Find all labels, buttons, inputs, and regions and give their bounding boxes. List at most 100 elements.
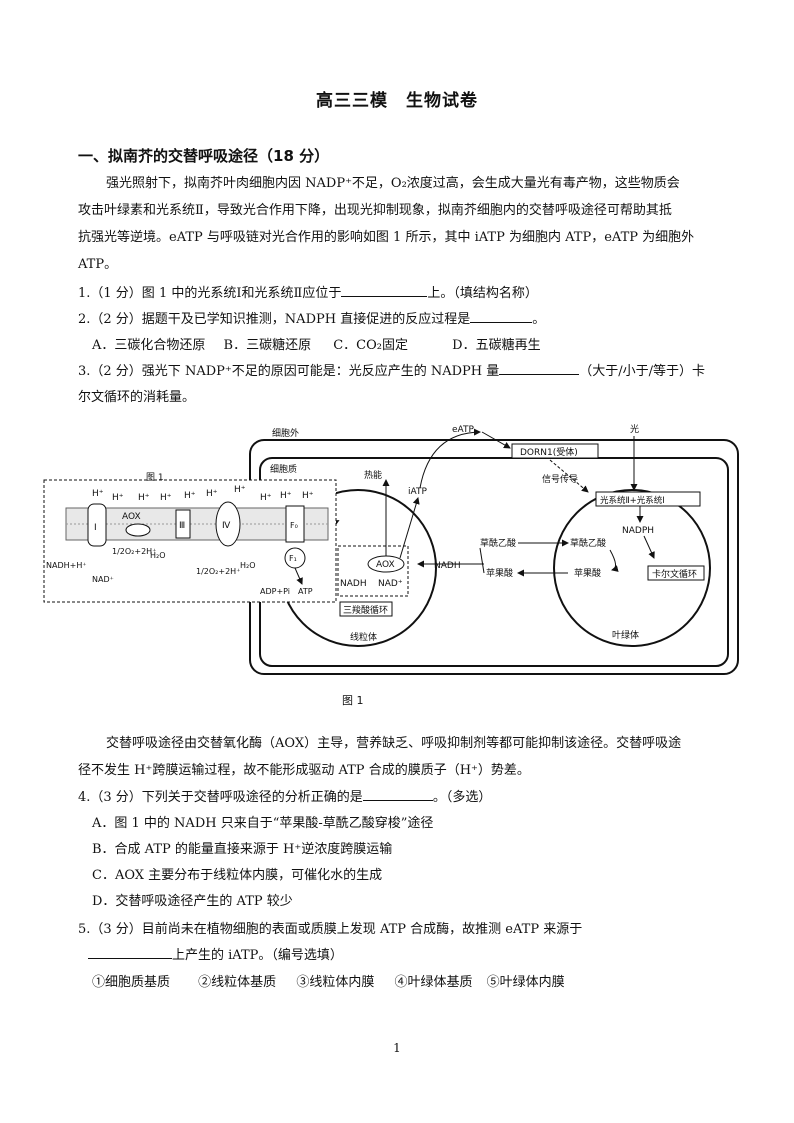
adp-label: ADP+Pi (260, 587, 290, 596)
h-label: H⁺ (184, 491, 196, 501)
answer-blank[interactable] (341, 282, 428, 297)
figure-1-diagram: 细胞外 细胞质 DORN1(受体) eATP 光 信号传导 光系统Ⅱ+光系统Ⅰ … (43, 423, 739, 707)
answer-blank[interactable] (470, 308, 533, 323)
question-3-tail: （大于/小于/等于）卡 (579, 364, 706, 379)
calvin-label: 卡尔文循环 (652, 568, 697, 580)
answer-blank[interactable] (362, 786, 433, 801)
nadh-cytoplasm: NADH (434, 561, 461, 571)
chloroplast-circle (553, 489, 711, 647)
question-4-text: 4.（3 分）下列关于交替呼吸途径的分析正确的是 (78, 790, 363, 805)
question-1: 1.（1 分）图 1 中的光系统Ⅰ和光系统Ⅱ应位于 上。（填结构名称） (78, 282, 538, 301)
option[interactable]: A．三碳化合物还原 (92, 338, 206, 353)
nadph-label: NADPH (622, 526, 654, 536)
o2-label-2: 1/2O₂+2H⁺ (196, 567, 240, 576)
oaa-chloroplast: 草酰乙酸 (570, 537, 606, 549)
figure-caption: 图 1 (342, 694, 364, 707)
aox-protein (125, 523, 151, 537)
receptor-box (511, 443, 599, 459)
intro-line: 攻击叶绿素和光系统Ⅱ，导致光合作用下降，出现光抑制现象，拟南芥细胞内的交替呼吸途… (78, 203, 672, 218)
question-3: 3.（2 分）强光下 NADP⁺不足的原因可能是：光反应产生的 NADPH 量 （… (78, 360, 705, 379)
complex-1-label: Ⅰ (94, 523, 97, 533)
answer-blank[interactable] (499, 360, 580, 375)
photosystem-box (595, 491, 701, 507)
option[interactable]: ④叶绿体基质 (394, 975, 473, 990)
question-2-tail: 。 (532, 312, 546, 327)
intro-line: 抗强光等逆境。eATP 与呼吸链对光合作用的影响如图 1 所示，其中 iATP … (78, 230, 695, 245)
question-4-tail: 。（多选） (432, 790, 492, 805)
option[interactable]: C．AOX 主要分布于线粒体内膜，可催化水的生成 (92, 868, 383, 883)
f0-label: F₀ (290, 521, 298, 530)
option[interactable]: B．三碳糖还原 (223, 338, 312, 353)
section-heading: 一、拟南芥的交替呼吸途径（18 分） (78, 147, 330, 165)
option[interactable]: C．CO₂固定 (333, 338, 408, 353)
chloroplast-label: 叶绿体 (612, 629, 639, 641)
option[interactable]: D．交替呼吸途径产生的 ATP 较少 (92, 894, 293, 909)
h2o-label: H₂O (150, 551, 166, 560)
light-label: 光 (630, 423, 639, 435)
question-5: 5.（3 分）目前尚未在植物细胞的表面或质膜上发现 ATP 合成酶，故推测 eA… (78, 922, 583, 937)
tca-box (339, 601, 393, 617)
cytoplasm-label: 细胞质 (270, 463, 297, 475)
h-label: H⁺ (92, 489, 104, 499)
question-1-text: 1.（1 分）图 1 中的光系统Ⅰ和光系统Ⅱ应位于 (78, 286, 342, 301)
atp-label: ATP (298, 587, 313, 596)
nadh-h-label: NADH+H⁺ (46, 561, 87, 570)
complex-3-label: Ⅲ (179, 521, 185, 531)
mito-inner-box (337, 545, 409, 597)
h-label: H⁺ (206, 489, 218, 499)
o2-label: 1/2O₂+2H⁺ (112, 547, 156, 556)
malate-cytoplasm: 苹果酸 (486, 567, 513, 579)
option[interactable]: D．五碳糖再生 (452, 338, 541, 353)
receptor-label: DORN1(受体) (520, 446, 578, 458)
question-3-line2: 尔文循环的消耗量。 (78, 390, 196, 405)
question-1-tail: 上。（填结构名称） (427, 286, 538, 301)
question-4: 4.（3 分）下列关于交替呼吸途径的分析正确的是 。（多选） (78, 786, 491, 805)
option[interactable]: B．合成 ATP 的能量直接来源于 H⁺逆浓度跨膜运输 (92, 842, 393, 857)
question-5-line2: 上产生的 iATP。（编号选填） (88, 944, 343, 963)
paragraph-2-line: 径不发生 H⁺跨膜运输过程，故不能形成驱动 ATP 合成的膜质子（H⁺）势差。 (78, 763, 530, 778)
outside-label: 细胞外 (272, 427, 299, 439)
mito-label: 线粒体 (350, 631, 377, 643)
option[interactable]: ①细胞质基质 (92, 975, 171, 990)
h-label: H⁺ (234, 485, 246, 495)
signal-label: 信号传导 (542, 473, 578, 485)
oaa-cytoplasm: 草酰乙酸 (480, 537, 516, 549)
option[interactable]: A．图 1 中的 NADH 只来自于“苹果酸-草酰乙酸穿梭”途径 (92, 816, 434, 831)
question-2-options: A．三碳化合物还原 B．三碳糖还原 C．CO₂固定 D．五碳糖再生 (92, 334, 541, 353)
h-label: H⁺ (112, 493, 124, 503)
calvin-box (647, 565, 705, 581)
option[interactable]: ③线粒体内膜 (296, 975, 375, 990)
option[interactable]: ⑤叶绿体内膜 (486, 975, 565, 990)
page-title: 高三三模 生物试卷 (316, 91, 478, 111)
etc-aox-label: AOX (122, 512, 141, 522)
question-3-text: 3.（2 分）强光下 NADP⁺不足的原因可能是：光反应产生的 NADPH 量 (78, 364, 500, 379)
option[interactable]: ②线粒体基质 (198, 975, 277, 990)
complex-1 (87, 503, 107, 547)
answer-blank[interactable] (88, 944, 172, 959)
eatp-label: eATP (452, 425, 474, 435)
f1-label: F₁ (289, 554, 297, 563)
question-2: 2.（2 分）据题干及已学知识推测，NADPH 直接促进的反应过程是 。 (78, 308, 545, 327)
tca-label: 三羧酸循环 (343, 604, 388, 616)
intro-line: 强光照射下，拟南芥叶肉细胞内因 NADP⁺不足，O₂浓度过高，会生成大量光有毒产… (106, 176, 680, 191)
question-2-text: 2.（2 分）据题干及已学知识推测，NADPH 直接促进的反应过程是 (78, 312, 471, 327)
malate-chloroplast: 苹果酸 (574, 567, 601, 579)
photosystem-label: 光系统Ⅱ+光系统Ⅰ (600, 495, 665, 506)
h-label: H⁺ (138, 493, 150, 503)
complex-4 (215, 501, 241, 547)
h2o-label-2: H₂O (240, 561, 256, 570)
question-5-tail: 上产生的 iATP。（编号选填） (172, 948, 343, 963)
inset-label: 图 1 (146, 472, 164, 483)
page-number: 1 (393, 1041, 401, 1055)
complex-4-label: Ⅳ (222, 521, 231, 531)
intro-line: ATP。 (78, 257, 118, 272)
heat-label: 热能 (364, 469, 382, 481)
h-label: H⁺ (302, 491, 314, 501)
h-label: H⁺ (280, 491, 292, 501)
intro-paragraph: 强光照射下，拟南芥叶肉细胞内因 NADP⁺不足，O₂浓度过高，会生成大量光有毒产… (78, 170, 718, 278)
h-label: H⁺ (260, 493, 272, 503)
iatp-label: iATP (408, 487, 427, 497)
question-5-options: ①细胞质基质 ②线粒体基质 ③线粒体内膜 ④叶绿体基质 ⑤叶绿体内膜 (92, 971, 565, 990)
h-label: H⁺ (160, 493, 172, 503)
paragraph-2: 交替呼吸途径由交替氧化酶（AOX）主导，营养缺乏、呼吸抑制剂等都可能抑制该途径。… (78, 730, 718, 784)
